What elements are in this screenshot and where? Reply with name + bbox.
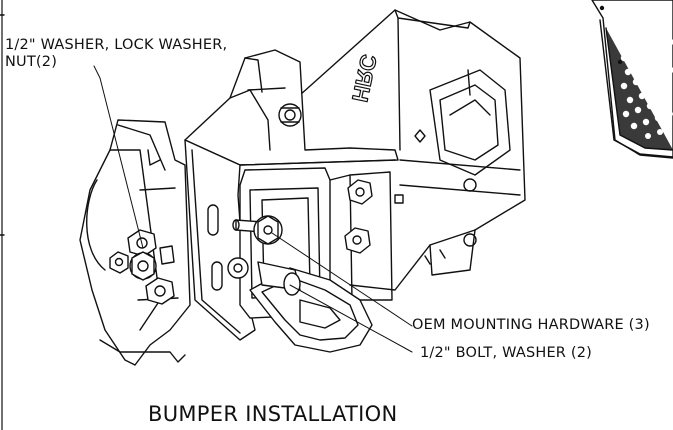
receiver-nut-lower xyxy=(344,227,371,254)
tow-hook xyxy=(227,257,373,353)
rear-mounting-bracket xyxy=(299,9,526,291)
leader-oem-hardware xyxy=(271,232,413,327)
callout-bolt-washer: 1/2" BOLT, WASHER (2) xyxy=(420,345,593,361)
leader-lines xyxy=(93,65,413,353)
left-nut-center xyxy=(129,251,157,281)
upper-bracket-plate xyxy=(184,49,399,166)
grille-panel-inset xyxy=(591,0,673,159)
callout-washer-lock-nut-line1: 1/2" WASHER, LOCK WASHER, xyxy=(5,37,228,53)
drawing-caption: BUMPER INSTALLATION xyxy=(148,402,398,426)
left-nut-lower xyxy=(145,277,175,305)
leader-washer-lock-nut xyxy=(93,65,144,249)
left-nut-small xyxy=(109,245,175,274)
callout-oem-mounting-hardware: OEM MOUNTING HARDWARE (3) xyxy=(412,317,650,333)
oem-mounting-bolt xyxy=(232,215,283,245)
side-plate xyxy=(184,139,256,341)
receiver-nut-upper xyxy=(347,179,373,205)
callout-washer-lock-nut-line2: NUT(2) xyxy=(5,54,58,70)
leader-bolt-washer xyxy=(289,284,413,353)
